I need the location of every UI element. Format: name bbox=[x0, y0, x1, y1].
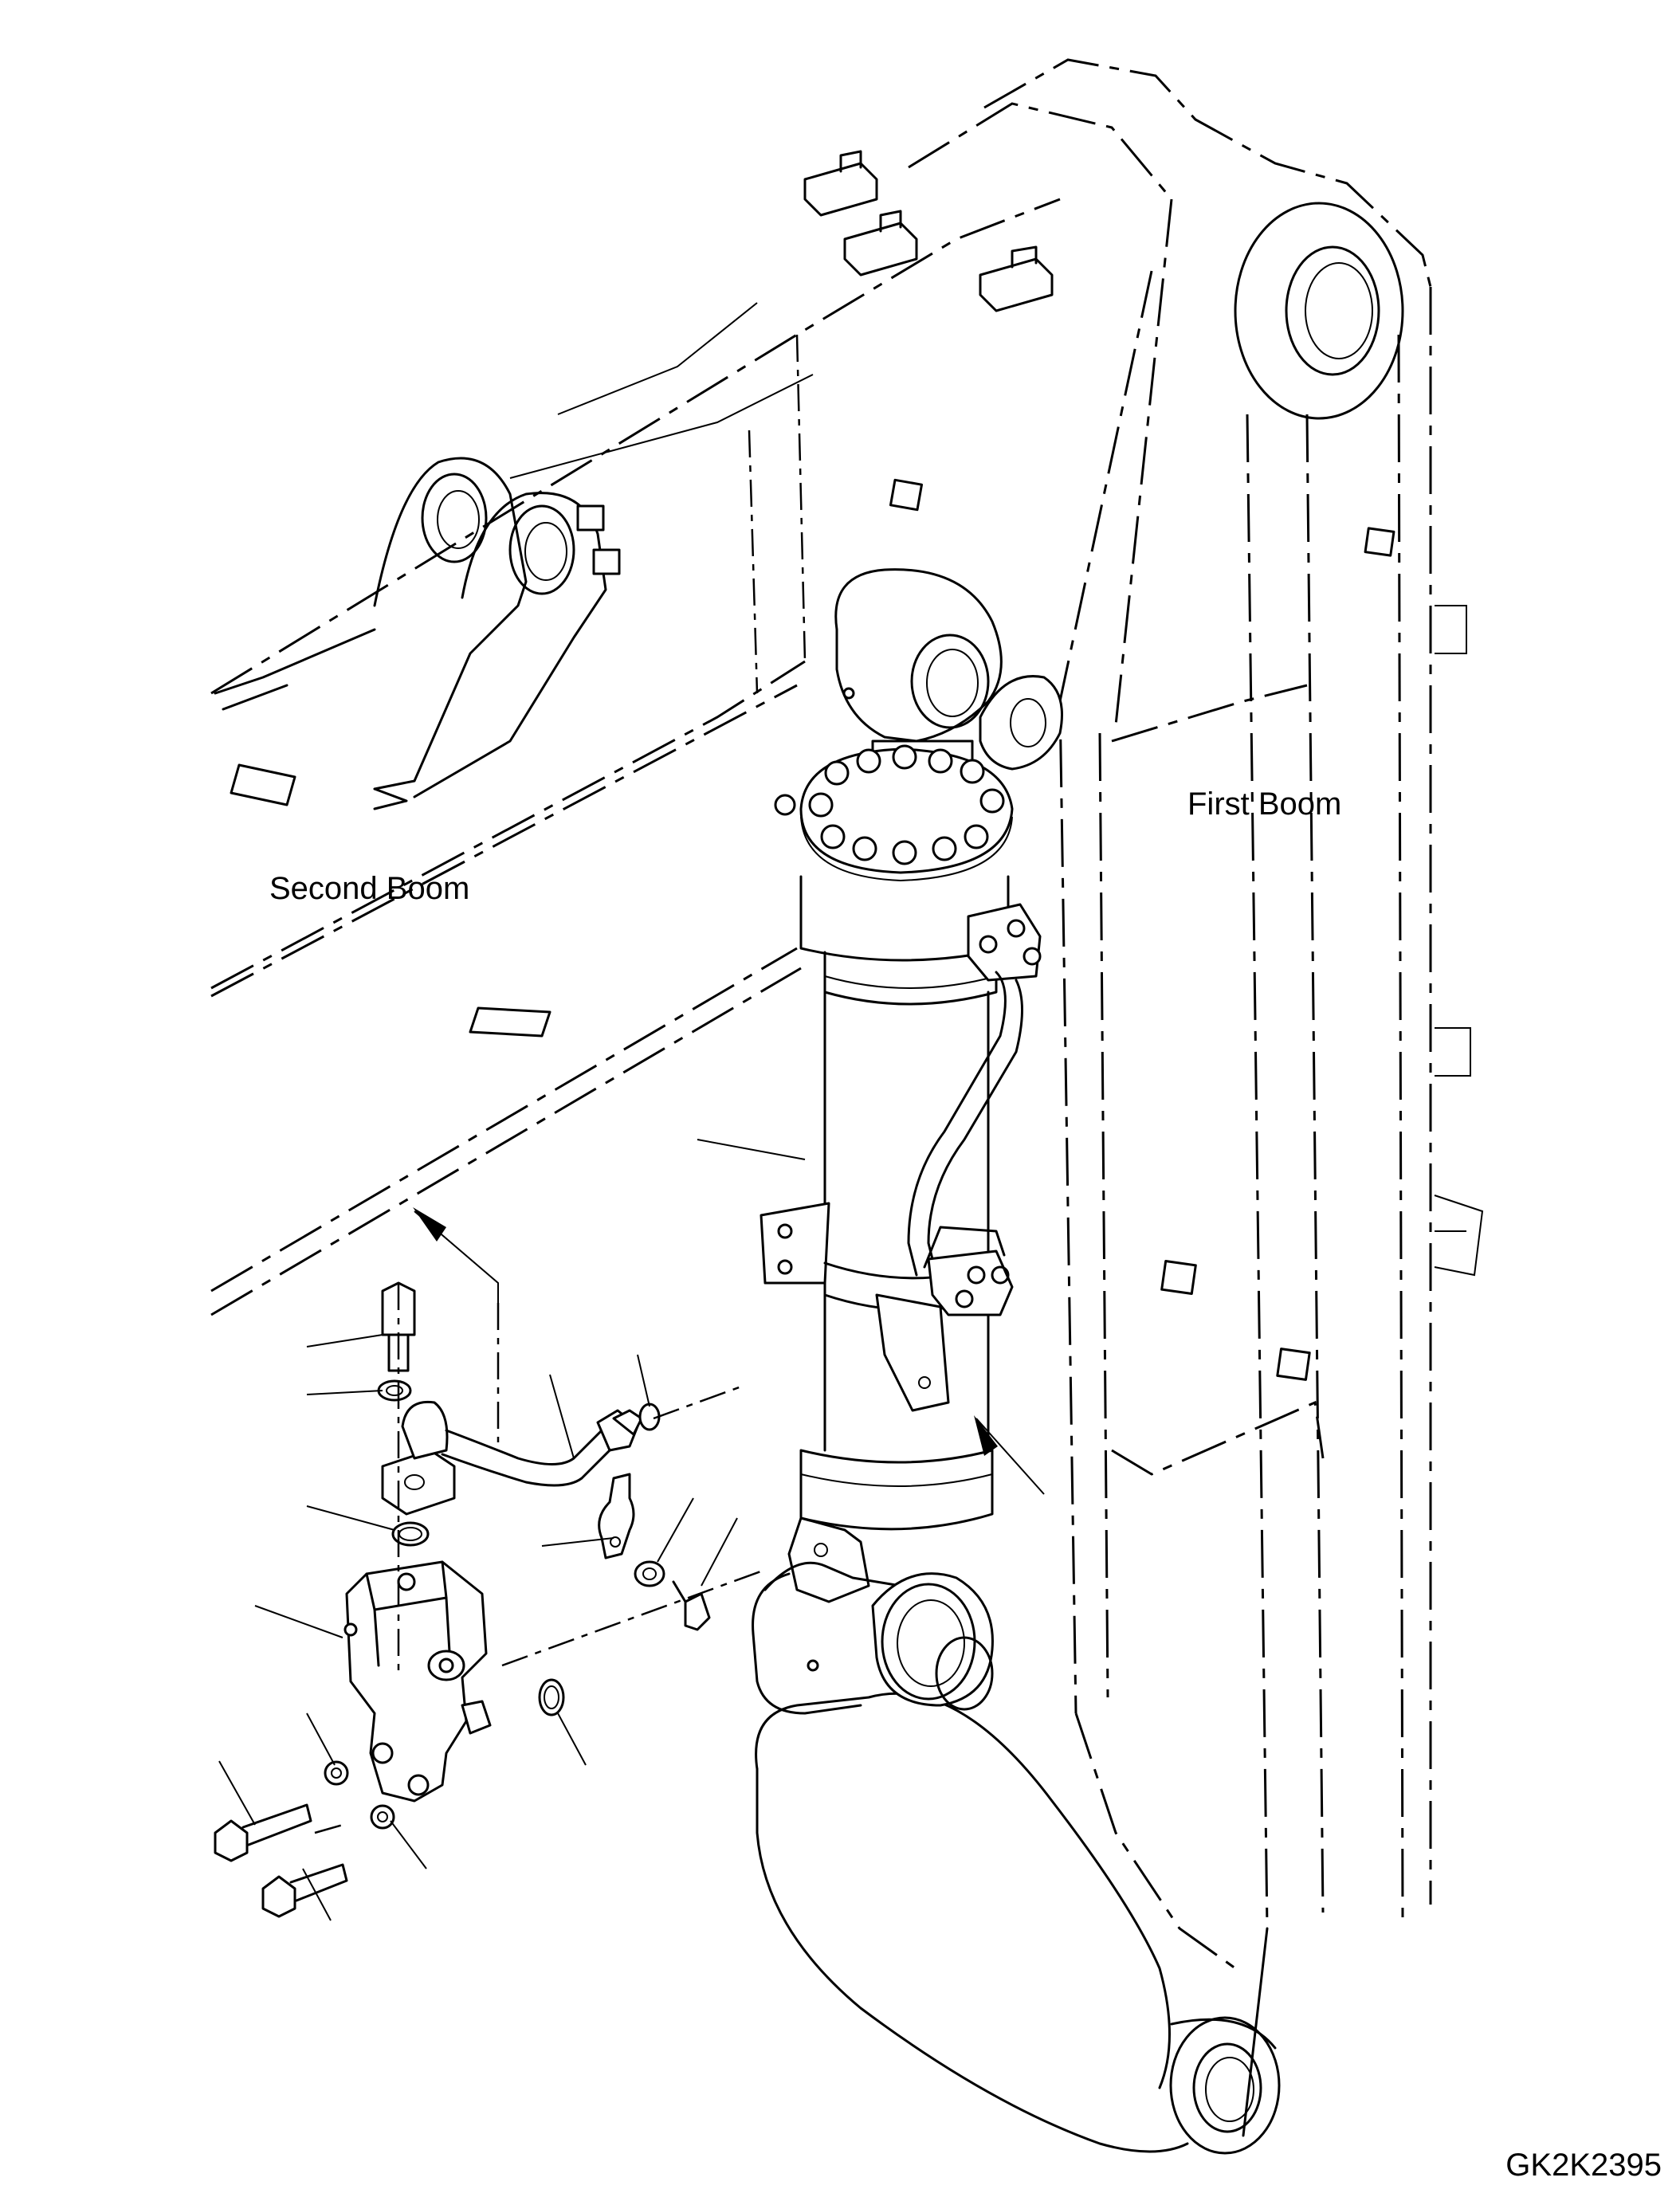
flange-bolts bbox=[774, 744, 1005, 865]
second-boom-outline bbox=[210, 150, 1061, 1316]
first-boom-label: First Boom bbox=[1187, 787, 1341, 822]
first-boom-outline bbox=[755, 58, 1484, 2155]
boom-cylinder bbox=[752, 568, 1063, 1715]
callout-leaders bbox=[218, 1139, 1045, 1921]
assembly-center-lines bbox=[314, 1283, 766, 1834]
drawing-code: GK2K2395 bbox=[1505, 2148, 1662, 2183]
valve-assembly bbox=[214, 1281, 711, 1918]
second-boom-label: Second Boom bbox=[269, 871, 469, 906]
